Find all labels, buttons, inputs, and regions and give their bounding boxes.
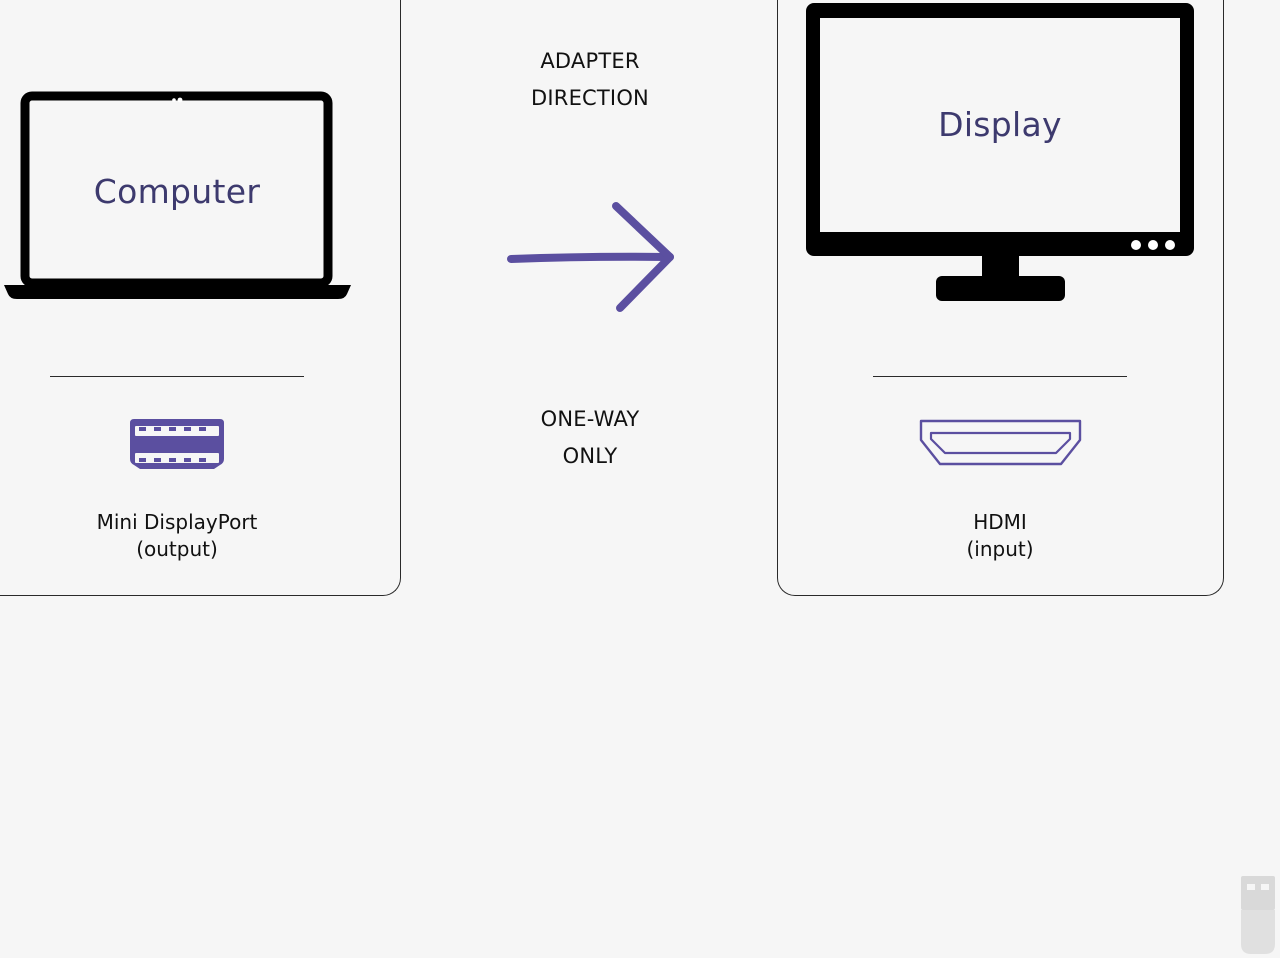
computer-card: [0, 0, 401, 596]
adapter-heading-line2: DIRECTION: [531, 86, 649, 110]
display-port-role: (input): [966, 537, 1034, 561]
arrow-right-icon: [507, 202, 674, 312]
display-divider: [873, 376, 1127, 377]
adapter-heading-line1: ADAPTER: [540, 49, 640, 73]
computer-port-role: (output): [136, 537, 218, 561]
computer-screen-label: Computer: [93, 172, 261, 211]
laptop-icon: [4, 91, 351, 299]
mini-displayport-icon: [130, 419, 224, 469]
display-screen-label: Display: [938, 105, 1062, 144]
adapter-note-line1: ONE-WAY: [540, 407, 640, 431]
computer-divider: [50, 376, 304, 377]
adapter-note: ONE-WAY ONLY: [480, 401, 700, 475]
usb-plug-icon: [1241, 876, 1275, 954]
adapter-heading: ADAPTER DIRECTION: [480, 43, 700, 117]
monitor-icon: [806, 3, 1194, 301]
computer-port-label: Mini DisplayPort (output): [50, 509, 304, 563]
hdmi-port-icon: [919, 419, 1082, 466]
display-card: [777, 0, 1224, 596]
computer-port-name: Mini DisplayPort: [96, 510, 258, 534]
adapter-note-line2: ONLY: [562, 444, 618, 468]
display-port-label: HDMI (input): [873, 509, 1127, 563]
display-port-name: HDMI: [973, 510, 1027, 534]
